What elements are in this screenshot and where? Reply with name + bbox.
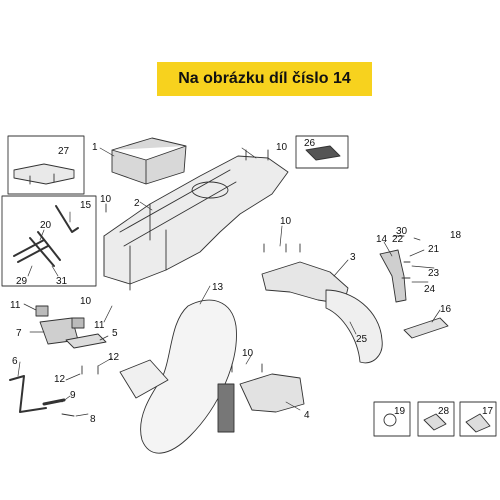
label-29: 29 — [16, 276, 28, 287]
part-2-body — [103, 155, 289, 285]
label-10-left-upper: 10 — [100, 194, 112, 205]
inset-box-28 — [417, 401, 455, 437]
label-11-a: 11 — [10, 300, 21, 311]
label-18: 18 — [450, 230, 462, 241]
part-19-nut — [383, 413, 397, 427]
label-5: 5 — [112, 328, 118, 339]
part-27-bracket — [13, 163, 75, 185]
label-7: 7 — [16, 328, 22, 339]
inset-box-19 — [373, 401, 411, 437]
label-12-a: 12 — [108, 352, 120, 363]
inset-box-27 — [7, 135, 85, 195]
label-17: 17 — [482, 406, 494, 417]
part-1-cover — [111, 137, 187, 185]
part-9-pin — [42, 398, 66, 406]
label-1: 1 — [92, 142, 98, 153]
label-10-top: 10 — [276, 142, 288, 153]
label-13: 13 — [212, 282, 224, 293]
part-6-rod — [9, 375, 47, 413]
label-3: 3 — [350, 252, 356, 263]
part-17-clip — [465, 413, 491, 433]
label-20: 20 — [40, 220, 52, 231]
label-22: 22 — [392, 234, 404, 245]
label-15: 15 — [80, 200, 92, 211]
part-29-31-wrench — [29, 231, 61, 267]
part-28-clip — [423, 413, 447, 431]
inset-box-tools — [1, 195, 97, 287]
part-8-clip — [61, 413, 75, 417]
part-13-inner-panel — [140, 299, 237, 454]
label-6: 6 — [12, 356, 18, 367]
part-5-plate — [65, 333, 107, 349]
label-2: 2 — [134, 198, 140, 209]
label-8: 8 — [90, 414, 96, 425]
label-24: 24 — [424, 284, 436, 295]
part-11-bushing-a — [35, 305, 49, 317]
label-10-left-lower: 10 — [80, 296, 92, 307]
label-9: 9 — [70, 390, 76, 401]
label-23: 23 — [428, 268, 440, 279]
part-14-plate-holder — [379, 249, 407, 303]
leader-lines — [17, 147, 441, 417]
label-12-b: 12 — [54, 374, 66, 385]
inset-box-26 — [295, 135, 349, 169]
part-25-mudguard — [325, 289, 383, 364]
screws — [81, 149, 411, 375]
label-4: 4 — [304, 410, 310, 421]
label-30: 30 — [396, 226, 408, 237]
label-21: 21 — [428, 244, 440, 255]
part-26-pad — [305, 145, 341, 161]
part-4-support — [239, 373, 305, 413]
highlight-banner: Na obrázku díl číslo 14 — [157, 62, 372, 96]
label-28: 28 — [438, 406, 450, 417]
label-10-center: 10 — [280, 216, 292, 227]
label-10-bottom: 10 — [242, 348, 254, 359]
label-27: 27 — [58, 146, 70, 157]
label-11-b: 11 — [94, 320, 105, 331]
label-31: 31 — [56, 276, 68, 287]
label-19: 19 — [394, 406, 406, 417]
part-2-rails — [119, 169, 237, 247]
part-11-bushing-b — [71, 317, 85, 329]
part-16-reflector-holder — [403, 317, 449, 339]
part-4-post — [217, 383, 235, 433]
label-14: 14 — [376, 234, 388, 245]
label-25: 25 — [356, 334, 368, 345]
part-2-tank-opening — [191, 181, 229, 199]
label-16: 16 — [440, 304, 452, 315]
part-20-tool — [13, 239, 49, 263]
label-26: 26 — [304, 138, 316, 149]
inset-box-17 — [459, 401, 497, 437]
part-labels: 1 2 3 4 5 6 7 8 9 10 10 10 10 10 11 11 1… — [10, 138, 494, 425]
part-15-hex-key — [55, 205, 79, 233]
